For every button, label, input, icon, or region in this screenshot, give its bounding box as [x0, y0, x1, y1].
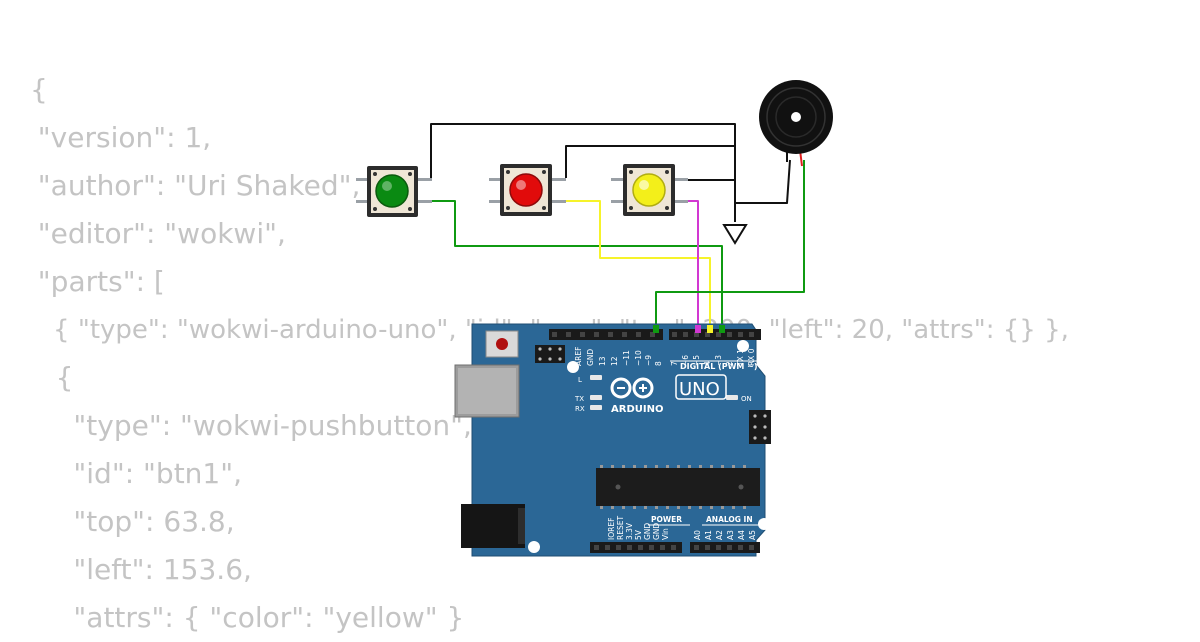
code-line: "attrs": { "color": "yellow" }	[20, 601, 465, 634]
pin-label: A5	[748, 530, 757, 540]
pin-label: A2	[715, 530, 724, 540]
digital-header-left[interactable]	[549, 329, 663, 340]
digital-header-label: DIGITAL (PWM ~)	[680, 362, 758, 371]
top-pin-labels: AREF GND 13 12 ~11 ~10 ~9 8 7 ~6 ~5 4 ~3…	[574, 347, 756, 367]
pin-label: 13	[598, 356, 607, 366]
buzzer-hole	[791, 112, 801, 122]
pin-label: 8	[654, 361, 663, 366]
button-cap-red[interactable]	[509, 173, 543, 207]
code-line: "id": "btn1",	[20, 457, 243, 490]
pin-label: A1	[704, 530, 713, 540]
pin-label: 7	[670, 361, 679, 366]
wire-magenta-button-pin[interactable]	[688, 200, 699, 325]
pushbutton-yellow[interactable]	[611, 164, 688, 216]
pin-label: 4	[703, 361, 712, 366]
code-line: "editor": "wokwi",	[20, 217, 286, 250]
power-jack	[461, 504, 525, 548]
code-line: "parts": [	[20, 265, 165, 298]
led-label-tx: TX	[574, 395, 584, 403]
onboard-leds: L TX RX ON	[574, 375, 752, 413]
analog-header-label: ANALOG IN	[706, 515, 753, 524]
pin-label: ~9	[644, 355, 653, 366]
pushbutton-green[interactable]	[356, 166, 432, 217]
pin-label: AREF	[574, 347, 583, 366]
pin-label: ~10	[634, 350, 643, 366]
icsp-header-usb	[535, 345, 565, 363]
pin-label: GND	[586, 349, 595, 366]
ground-symbol	[722, 224, 748, 245]
pin-label: 5V	[634, 529, 643, 540]
pin-label: ~3	[714, 355, 723, 366]
wire-yellow-button-pin[interactable]	[566, 200, 711, 325]
arduino-uno-board[interactable]: AREF GND 13 12 ~11 ~10 ~9 8 7 ~6 ~5 4 ~3…	[454, 323, 771, 557]
power-header-label: POWER	[651, 515, 682, 524]
button-cap-green[interactable]	[375, 174, 409, 208]
pin-label: GND	[652, 523, 661, 540]
pin-label: A4	[737, 530, 746, 540]
code-line: "left": 153.6,	[20, 553, 252, 586]
code-line: {	[30, 73, 48, 106]
wires	[430, 123, 805, 325]
pin-label: A3	[726, 530, 735, 540]
wire-ground-red-button[interactable]	[565, 145, 735, 178]
pin-label: ~5	[692, 355, 701, 366]
board-brand-label: ARDUINO	[611, 404, 663, 415]
buzzer[interactable]	[759, 80, 833, 162]
code-line: "author": "Uri Shaked",	[20, 169, 361, 202]
led-label-l: L	[578, 376, 582, 384]
pushbutton-red[interactable]	[489, 164, 566, 216]
code-line: "version": 1,	[20, 121, 212, 154]
pin-label: RESET	[616, 516, 625, 540]
led-label-on: ON	[741, 395, 752, 403]
pin-label: TX 1	[736, 349, 745, 367]
pin-label: GND	[643, 523, 652, 540]
pin-label: ~6	[681, 355, 690, 366]
analog-header[interactable]	[690, 542, 760, 553]
arduino-logo	[610, 374, 727, 400]
pin-label: ~11	[622, 350, 631, 366]
board-model-label: UNO	[679, 379, 720, 400]
wire-ground-buzzer[interactable]	[735, 159, 791, 204]
pin-label: 12	[610, 356, 619, 366]
code-line: "type": "wokwi-pushbutton",	[20, 409, 472, 442]
wire-ground-green-button[interactable]	[430, 123, 736, 222]
pin-label: Vin	[661, 528, 670, 540]
reset-button[interactable]	[485, 330, 519, 358]
led-label-rx: RX	[575, 405, 585, 413]
pin-label: 2	[725, 361, 734, 366]
code-line: "top": 63.8,	[20, 505, 235, 538]
pin-label: RX 0	[747, 348, 756, 366]
icsp-header	[749, 410, 771, 444]
wire-green-button-pin[interactable]	[431, 200, 723, 325]
wire-ends	[653, 325, 725, 333]
bottom-pin-labels: IOREF RESET 3.3V 5V GND GND Vin A0 A1 A2…	[607, 516, 757, 540]
wire-buzzer-pin[interactable]	[655, 160, 805, 325]
digital-header-right[interactable]	[669, 329, 761, 340]
code-line: {	[20, 361, 74, 394]
pin-label: 3.3V	[625, 522, 634, 540]
diagram-json-code: { "version": 1, "author": "Uri Shaked", …	[0, 66, 1200, 634]
pin-label: IOREF	[607, 518, 616, 540]
power-header[interactable]	[590, 542, 682, 553]
microcontroller-chip	[596, 465, 760, 509]
pin-label: A0	[693, 530, 702, 540]
button-cap-yellow[interactable]	[632, 173, 666, 207]
